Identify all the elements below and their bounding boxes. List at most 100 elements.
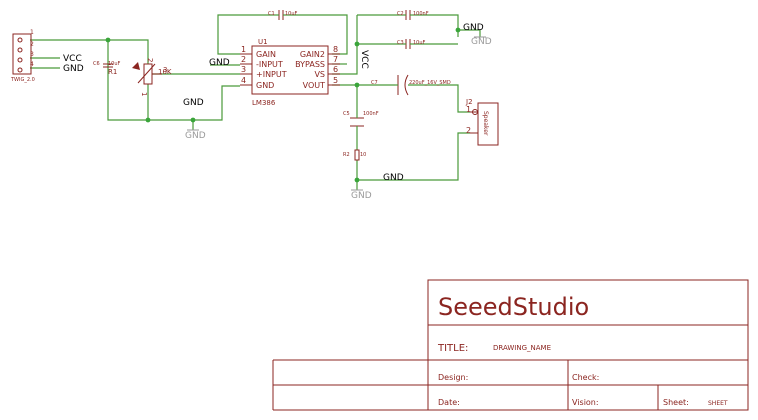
c5-value: 100nF — [363, 111, 379, 117]
junction-dot — [354, 41, 360, 47]
capacitor-c6[interactable]: C6 10uF — [93, 61, 121, 68]
r1-ref: R1 — [108, 68, 117, 76]
connector-pin-num: 1 — [30, 29, 34, 36]
potentiometer-arrow — [137, 63, 156, 84]
junction-dots — [105, 27, 461, 183]
r2-ref: R2 — [343, 152, 350, 158]
ic-pin-name: +INPUT — [256, 70, 287, 79]
connector-pin-hole — [17, 67, 23, 73]
gnd-symbol: GND — [351, 189, 372, 201]
junction-dot — [455, 27, 461, 33]
c6-value: 10uF — [108, 61, 121, 67]
junction-dot — [354, 82, 360, 88]
c2-value: 100nF — [413, 11, 429, 17]
ic-pin-num: 1 — [241, 45, 246, 54]
junction-dot — [190, 117, 196, 123]
ic-pin-num: 4 — [241, 76, 246, 85]
c7-value: 220uF_16V_SMD — [409, 80, 451, 86]
ic-pin-num: 5 — [333, 76, 338, 85]
junction-dot — [105, 37, 111, 43]
sheet-label: Sheet: — [663, 398, 689, 407]
j2-ref: J2 — [465, 98, 473, 106]
c7-ref: C7 — [371, 80, 378, 86]
gnd-symbol-label: GND — [471, 37, 492, 47]
connector-pin-hole — [17, 47, 23, 53]
ic-u1-lm386[interactable]: U1 LM386 1 2 3 4 GAIN -INPUT +INPUT GND … — [240, 38, 340, 107]
gnd-net-label: GND — [383, 173, 404, 183]
ic-pin-name: VS — [314, 70, 325, 79]
ic-pin-num: 8 — [333, 45, 338, 54]
capacitor-c1[interactable]: C1 10uF — [268, 10, 298, 20]
gnd-symbol: GND — [471, 36, 492, 47]
design-label: Design: — [438, 373, 468, 382]
r1-pin2: 2 — [146, 58, 154, 62]
capacitor-c3[interactable]: C3 10uF — [397, 39, 426, 49]
speaker-pin-ring — [472, 109, 478, 115]
c1-ref: C1 — [268, 11, 275, 17]
c1-value: 10uF — [285, 11, 298, 17]
gnd-net-label: GND — [63, 64, 84, 74]
connector-body — [12, 33, 32, 75]
capacitor-c2[interactable]: C2 100nF — [397, 10, 429, 20]
vcc-net-label: VCC — [359, 50, 369, 69]
j2-pin1: 1 — [466, 105, 471, 114]
c3-value: 10uF — [413, 40, 426, 46]
potentiometer-r1[interactable]: R1 10K 3 2 1 — [108, 58, 172, 96]
connector-pin-hole — [17, 37, 23, 43]
c6-ref: C6 — [93, 61, 100, 67]
speaker-j2[interactable]: J2 1 2 Speaker — [465, 98, 499, 146]
vcc-net-label: VCC — [63, 54, 82, 64]
capacitor-curved-plate — [404, 74, 409, 96]
gnd-net-label: GND — [209, 58, 230, 68]
ic-pin-name: GAIN2 — [300, 50, 325, 59]
ic-pin-num: 3 — [241, 65, 246, 74]
ic-pin-name: BYPASS — [295, 60, 325, 69]
gnd-net-label: GND — [463, 23, 484, 33]
capacitor-c5[interactable]: C5 100nF — [343, 111, 379, 130]
potentiometer-arrowhead — [132, 62, 140, 70]
r2-value: 10 — [360, 152, 366, 158]
junction-dot — [354, 177, 360, 183]
r1-value: 10K — [158, 68, 172, 76]
ic-pin-num: 2 — [241, 55, 246, 64]
gnd-symbol-label: GND — [351, 191, 372, 201]
vision-label: Vision: — [572, 398, 599, 407]
capacitor-c7[interactable]: C7 220uF_16V_SMD — [371, 74, 451, 96]
title-block: SeeedStudio TITLE: DRAWING_NAME Design: … — [272, 279, 749, 411]
ic-pin-name: -INPUT — [256, 60, 283, 69]
check-label: Check: — [572, 373, 599, 382]
connector-label: TWIG_2.0 — [10, 77, 35, 83]
ic-pin-name: GND — [256, 81, 274, 90]
c5-ref: C5 — [343, 111, 350, 117]
company-name: SeeedStudio — [438, 293, 589, 321]
c2-ref: C2 — [397, 11, 404, 17]
gnd-symbol-label: GND — [185, 131, 206, 141]
r1-pin1: 1 — [140, 92, 148, 96]
u1-ref: U1 — [258, 38, 268, 46]
j2-pin2: 2 — [466, 126, 471, 135]
u1-value: LM386 — [252, 99, 276, 107]
ic-pin-num: 6 — [333, 65, 338, 74]
connector-pin-hole — [17, 57, 23, 63]
c3-ref: C3 — [397, 40, 404, 46]
connector-pin-num: 4 — [30, 61, 34, 68]
speaker-body — [477, 102, 499, 146]
sheet-value: SHEET — [708, 400, 728, 407]
junction-dot — [145, 117, 151, 123]
ic-pin-num: 7 — [333, 55, 338, 64]
title-value: DRAWING_NAME — [493, 344, 551, 352]
title-label: TITLE: — [437, 343, 468, 354]
ic-pin-name: GAIN — [256, 50, 276, 59]
connector-pin-num: 2 — [30, 41, 34, 48]
resistor-r2[interactable]: R2 10 — [343, 149, 366, 161]
potentiometer-body — [143, 63, 153, 85]
twig-connector[interactable]: 1 2 3 4 TWIG_2.0 — [10, 29, 35, 83]
gnd-net-label: GND — [183, 98, 204, 108]
r1-pin3: 3 — [163, 66, 167, 74]
gnd-symbol: GND — [185, 129, 206, 141]
ic-body — [251, 45, 329, 95]
j2-value: Speaker — [482, 111, 489, 136]
connector-pin-num: 3 — [30, 51, 34, 58]
resistor-body — [354, 149, 360, 161]
